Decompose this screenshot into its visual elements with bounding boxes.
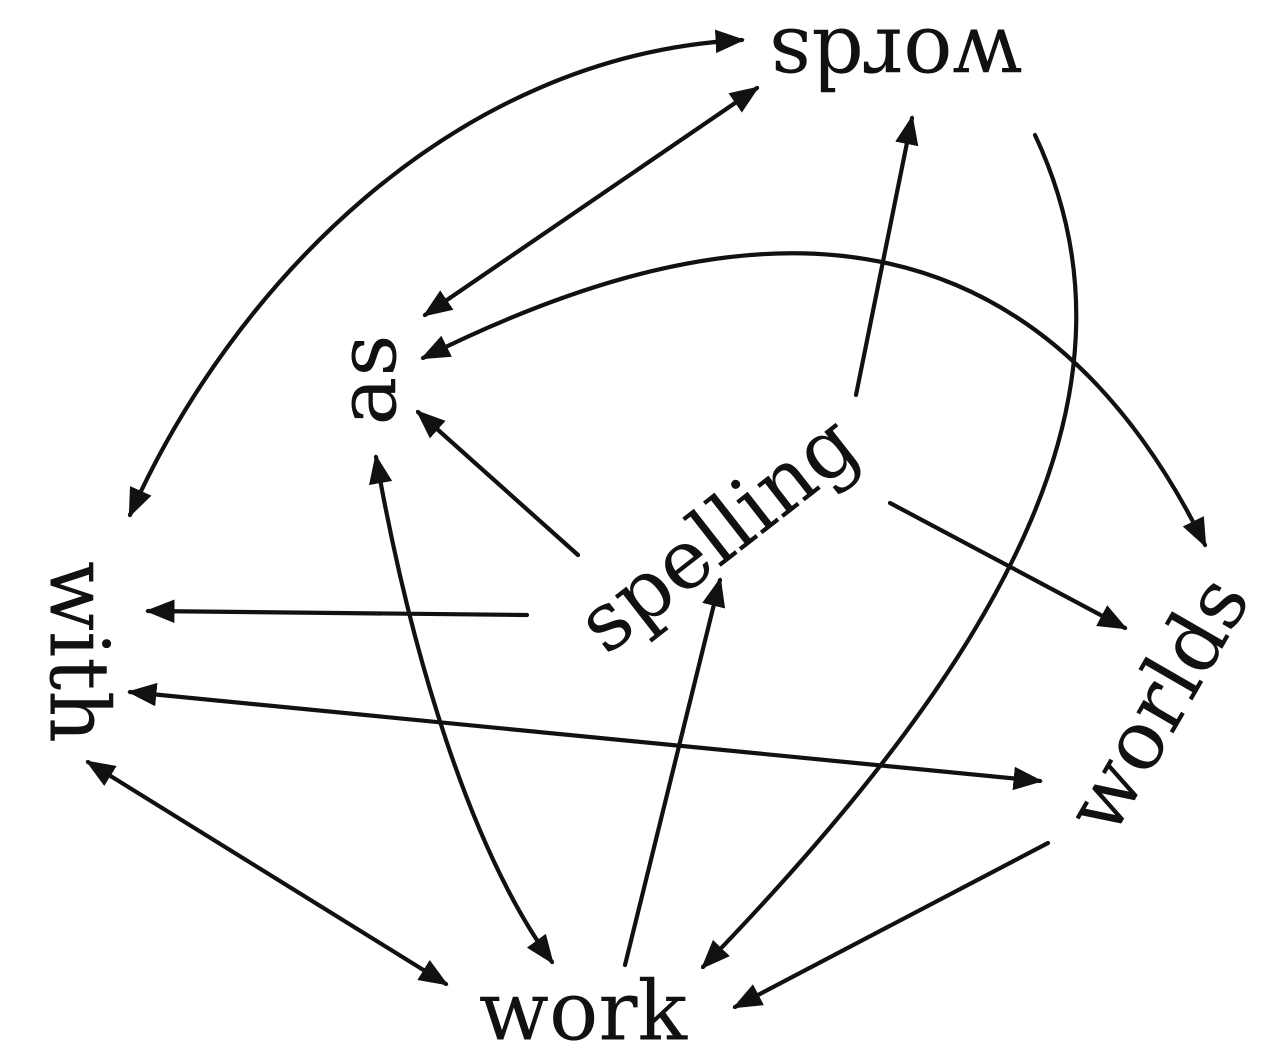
- edge-with-worlds: [127, 682, 1043, 791]
- node-spelling: spelling: [560, 396, 876, 672]
- edge-work-spelling: [622, 577, 726, 968]
- edge-as-worlds: [420, 251, 1208, 548]
- node-with: with: [31, 561, 126, 743]
- edge-as-work: [369, 454, 555, 965]
- edge-spelling-with: [145, 599, 530, 624]
- edge-spelling-worlds: [887, 500, 1128, 631]
- edge-words-work: [700, 132, 1079, 970]
- edges: [85, 29, 1208, 1010]
- node-work: work: [479, 965, 689, 1060]
- node-words: words: [769, 10, 1022, 105]
- nodes: words as spelling with worlds work: [31, 10, 1270, 1060]
- edge-with-words: [127, 29, 745, 518]
- edge-as-words: [422, 85, 760, 318]
- edge-worlds-work: [732, 840, 1051, 1010]
- node-as: as: [321, 335, 416, 426]
- edge-spelling-words: [853, 115, 919, 398]
- edge-spelling-as: [415, 409, 581, 558]
- edge-with-work: [85, 759, 449, 987]
